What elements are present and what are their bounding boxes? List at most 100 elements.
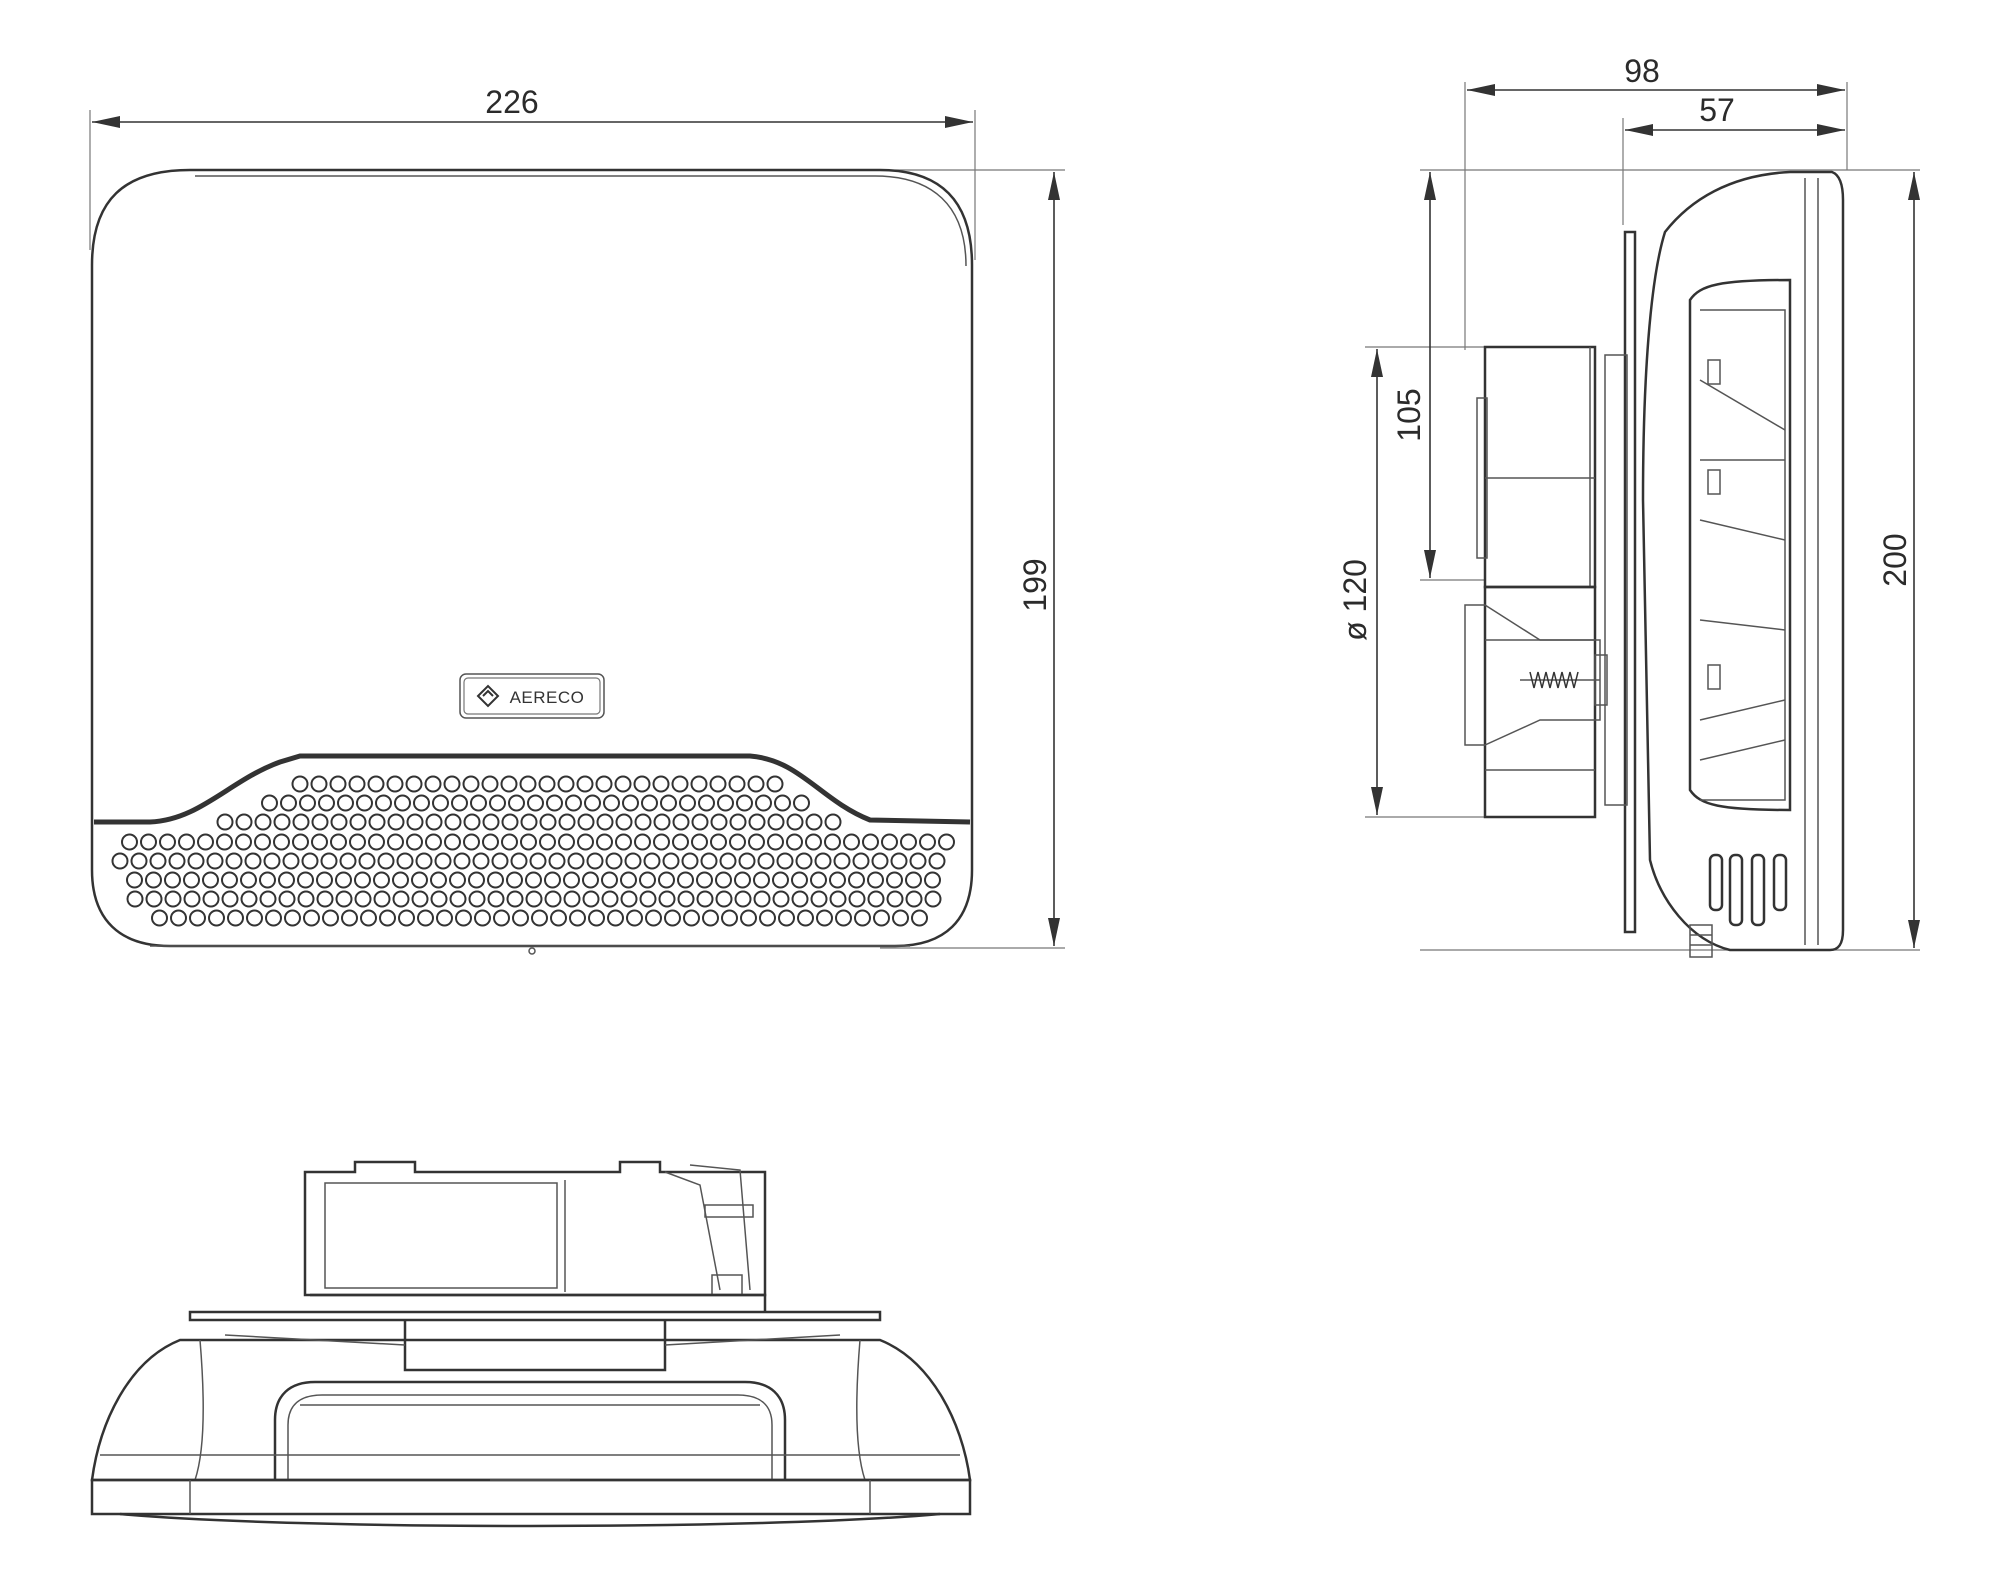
- grille-hole: [519, 775, 537, 793]
- grille-hole: [664, 909, 681, 927]
- grille-hole: [392, 890, 410, 908]
- grille-hole: [558, 833, 575, 851]
- grille-hole: [639, 890, 657, 908]
- grille-hole: [734, 890, 752, 908]
- grille-hole: [263, 852, 281, 870]
- grille-hole: [183, 890, 201, 908]
- grille-hole: [259, 871, 276, 889]
- grille-hole: [208, 909, 225, 927]
- grille-hole: [202, 890, 220, 908]
- grille-hole: [690, 775, 708, 793]
- grille-hole: [121, 833, 138, 851]
- grille-hole: [810, 871, 827, 889]
- grille-hole: [601, 871, 618, 889]
- grille-hole: [520, 813, 538, 831]
- grille-hole: [310, 775, 328, 793]
- grille-hole: [311, 833, 328, 851]
- grille-hole: [658, 890, 676, 908]
- grille-hole: [886, 871, 903, 889]
- grille-hole: [487, 871, 504, 889]
- grille-hole: [567, 852, 585, 870]
- grille-hole: [892, 909, 909, 927]
- grille-hole: [539, 813, 557, 831]
- side-duct-spigot: [1464, 345, 1608, 819]
- grille-hole: [425, 813, 443, 831]
- grille-hole: [356, 794, 373, 812]
- grille-hole: [493, 909, 510, 927]
- grille-hole: [387, 813, 405, 831]
- grille-hole: [417, 909, 434, 927]
- grille-hole: [544, 890, 562, 908]
- grille-hole: [398, 909, 415, 927]
- grille-hole: [596, 813, 614, 831]
- grille-hole: [873, 909, 890, 927]
- grille-hole: [696, 890, 714, 908]
- grille-hole: [489, 794, 506, 812]
- grille-hole: [151, 909, 168, 927]
- grille-hole: [709, 775, 727, 793]
- grille-hole: [683, 909, 700, 927]
- grille-hole: [508, 794, 525, 812]
- grille-hole: [791, 871, 808, 889]
- grille-hole: [810, 890, 828, 908]
- grille-hole: [867, 871, 884, 889]
- grille-hole: [335, 871, 352, 889]
- grille-hole: [871, 852, 889, 870]
- grille-hole: [829, 890, 847, 908]
- grille-hole: [652, 775, 670, 793]
- grille-hole: [702, 909, 719, 927]
- grille-hole: [928, 852, 946, 870]
- grille-hole: [386, 775, 404, 793]
- grille-hole: [216, 813, 234, 831]
- grille-hole: [759, 909, 776, 927]
- grille-hole: [805, 813, 823, 831]
- grille-hole: [482, 813, 500, 831]
- grille-hole: [206, 852, 224, 870]
- grille-hole: [375, 794, 392, 812]
- grille-hole: [938, 833, 955, 851]
- grille-hole: [890, 852, 908, 870]
- grille-hole: [672, 813, 690, 831]
- grille-hole: [335, 890, 353, 908]
- dimension-label-diameter-120: ø 120: [1337, 559, 1373, 641]
- grille-hole: [700, 852, 718, 870]
- grille-hole: [318, 794, 335, 812]
- grille-hole: [538, 775, 556, 793]
- grille-hole: [183, 871, 200, 889]
- grille-hole: [265, 909, 282, 927]
- grille-hole: [501, 833, 518, 851]
- grille-hole: [563, 871, 580, 889]
- grille-hole: [316, 890, 334, 908]
- grille-hole: [767, 813, 785, 831]
- grille-hole: [795, 852, 813, 870]
- grille-hole: [710, 813, 728, 831]
- grille-hole: [354, 890, 372, 908]
- grille-hole: [145, 890, 163, 908]
- grille-hole: [824, 813, 842, 831]
- grille-hole: [691, 833, 708, 851]
- grille-hole: [468, 871, 485, 889]
- grille-hole: [330, 813, 348, 831]
- grille-hole: [738, 852, 756, 870]
- dimension-label-98: 98: [1624, 53, 1660, 89]
- grille-hole: [240, 890, 258, 908]
- grille-hole: [164, 871, 181, 889]
- grille-hole: [919, 833, 936, 851]
- grille-hole: [111, 852, 129, 870]
- logo-text: AERECO: [510, 688, 585, 707]
- grille-hole: [797, 909, 814, 927]
- grille-hole: [506, 871, 523, 889]
- grille-hole: [415, 852, 433, 870]
- grille-hole: [425, 833, 442, 851]
- grille-hole: [924, 890, 942, 908]
- grille-hole: [565, 794, 582, 812]
- grille-hole: [349, 833, 366, 851]
- grille-hole: [766, 775, 784, 793]
- grille-hole: [615, 833, 632, 851]
- grille-hole: [482, 833, 499, 851]
- grille-hole: [444, 833, 461, 851]
- grille-hole: [677, 890, 695, 908]
- grille-hole: [774, 794, 791, 812]
- side-view: 98 57 105 ø 120 200: [1337, 53, 1920, 958]
